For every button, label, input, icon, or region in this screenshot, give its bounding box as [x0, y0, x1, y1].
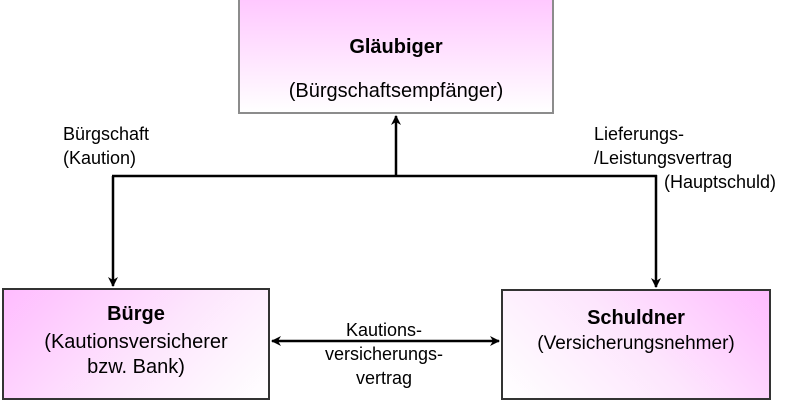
- node-glaeubiger-title: Gläubiger: [349, 36, 443, 58]
- node-schuldner-title: Schuldner: [587, 307, 685, 329]
- node-glaeubiger: Gläubiger (Bürgschaftsempfänger): [238, 0, 554, 114]
- node-schuldner: Schuldner (Versicherungsnehmer): [501, 289, 771, 400]
- node-buerge-title: Bürge: [107, 303, 165, 325]
- edge-label-lieferung-line2: /Leistungsvertrag: [594, 148, 733, 168]
- edge-label-kautionsversicherung: Kautions- versicherungs- vertrag: [304, 318, 464, 390]
- edge-label-kv-line1: Kautions-: [345, 320, 423, 340]
- edge-label-lieferung: Lieferungs- /Leistungsvertrag (Hauptschu…: [594, 122, 776, 194]
- edge-label-kv-line3: vertrag: [355, 368, 413, 388]
- node-buerge-subtitle-line1: (Kautionsversicherer: [44, 331, 228, 353]
- edge-label-lieferung-line3: (Hauptschuld): [664, 172, 777, 192]
- edge-label-lieferung-line1: Lieferungs-: [594, 124, 685, 144]
- node-buerge-subtitle: (Kautionsversicherer bzw. Bank): [4, 330, 268, 380]
- edge-label-buergschaft-line1: Bürgschaft: [63, 124, 150, 144]
- node-buerge-subtitle-line2: bzw. Bank): [87, 356, 185, 378]
- node-buerge: Bürge (Kautionsversicherer bzw. Bank): [2, 288, 270, 400]
- edge-label-buergschaft-line2: (Kaution): [63, 148, 137, 168]
- node-schuldner-subtitle: (Versicherungsnehmer): [537, 333, 735, 354]
- edge-label-kv-line2: versicherungs-: [324, 344, 444, 364]
- node-glaeubiger-subtitle: (Bürgschaftsempfänger): [288, 80, 504, 102]
- edge-label-buergschaft: Bürgschaft (Kaution): [63, 122, 149, 170]
